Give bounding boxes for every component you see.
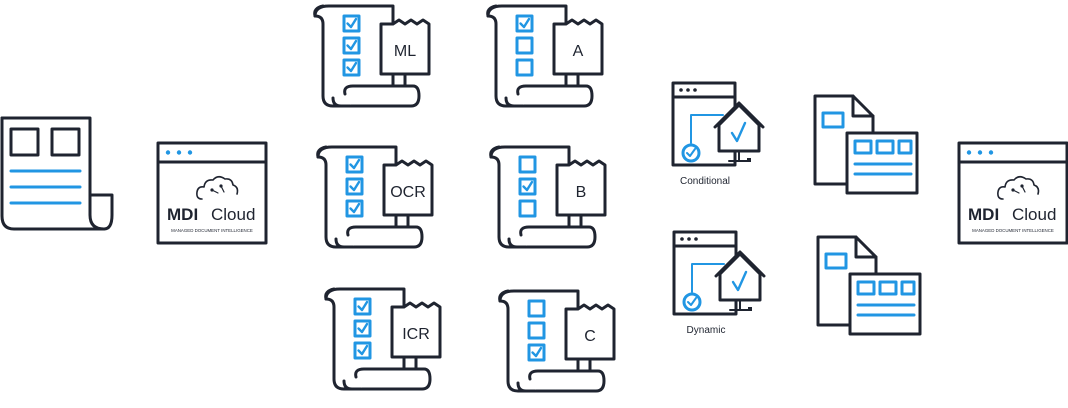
checkmark-icon — [357, 344, 369, 356]
source-document-icon — [0, 116, 114, 231]
checkbox-icon — [353, 341, 372, 360]
checkmark-icon — [346, 39, 358, 51]
brand-tagline: MANAGED DOCUMENT INTELLIGENCE — [972, 228, 1054, 233]
checkbox-icon — [345, 177, 364, 196]
checkbox-icon — [515, 36, 534, 55]
checkmark-icon — [349, 180, 361, 192]
checkbox-icon — [342, 14, 361, 33]
flow-1: Conditional — [671, 81, 765, 187]
scroll-label: ICR — [402, 326, 430, 343]
scroll-processors: ML OCR ICR A B C — [313, 4, 616, 393]
checkmark-icon — [349, 202, 361, 214]
brand-name-bold: MDI — [968, 205, 999, 224]
checkmark-icon — [531, 346, 543, 358]
checkbox-icon — [527, 321, 546, 340]
scroll-label: OCR — [390, 184, 426, 201]
scroll-label: B — [576, 184, 587, 201]
cloud-logo-icon — [997, 175, 1040, 200]
scroll-4: A — [486, 4, 604, 108]
checkbox-icon — [342, 58, 361, 77]
checkmark-icon — [349, 158, 361, 170]
scroll-2: OCR — [316, 145, 434, 249]
checkmark-icon — [357, 322, 369, 334]
output-document-pair-icon — [816, 235, 922, 336]
checkbox-icon — [518, 177, 537, 196]
checkbox-icon — [342, 36, 361, 55]
scroll-6: C — [498, 289, 616, 393]
brand-tagline: MANAGED DOCUMENT INTELLIGENCE — [171, 228, 253, 233]
checkbox-icon — [527, 299, 546, 318]
scroll-5: B — [489, 145, 607, 249]
brand-name-bold: MDI — [167, 205, 198, 224]
cloud-logo-icon — [196, 175, 239, 200]
scroll-label: C — [584, 328, 596, 345]
checkbox-icon — [353, 297, 372, 316]
output-document-pair-icon — [813, 94, 919, 195]
checkbox-icon — [345, 199, 364, 218]
checkbox-icon — [527, 343, 546, 362]
output-documents — [813, 94, 922, 336]
brand-name-light: Cloud — [211, 205, 255, 224]
checkmark-icon — [522, 180, 534, 192]
flow-label: Conditional — [680, 176, 730, 187]
checkmark-icon — [357, 300, 369, 312]
scroll-3: ICR — [324, 287, 442, 391]
flow-label: Dynamic — [687, 325, 726, 336]
mdicloud-window-left: MDI Cloud MANAGED DOCUMENT INTELLIGENCE — [156, 141, 268, 245]
checkbox-icon — [515, 14, 534, 33]
checkbox-icon — [518, 155, 537, 174]
checkbox-icon — [345, 155, 364, 174]
checkmark-icon — [519, 17, 531, 29]
checkbox-icon — [518, 199, 537, 218]
scroll-label: A — [573, 43, 584, 60]
checkmark-icon — [346, 17, 358, 29]
brand-name-light: Cloud — [1012, 205, 1056, 224]
mdicloud-window-right: MDI Cloud MANAGED DOCUMENT INTELLIGENCE — [957, 141, 1068, 245]
checkbox-icon — [515, 58, 534, 77]
scroll-label: ML — [394, 43, 416, 60]
flow-2: Dynamic — [672, 230, 766, 336]
checkbox-icon — [353, 319, 372, 338]
checkmark-icon — [346, 61, 358, 73]
scroll-1: ML — [313, 4, 431, 108]
